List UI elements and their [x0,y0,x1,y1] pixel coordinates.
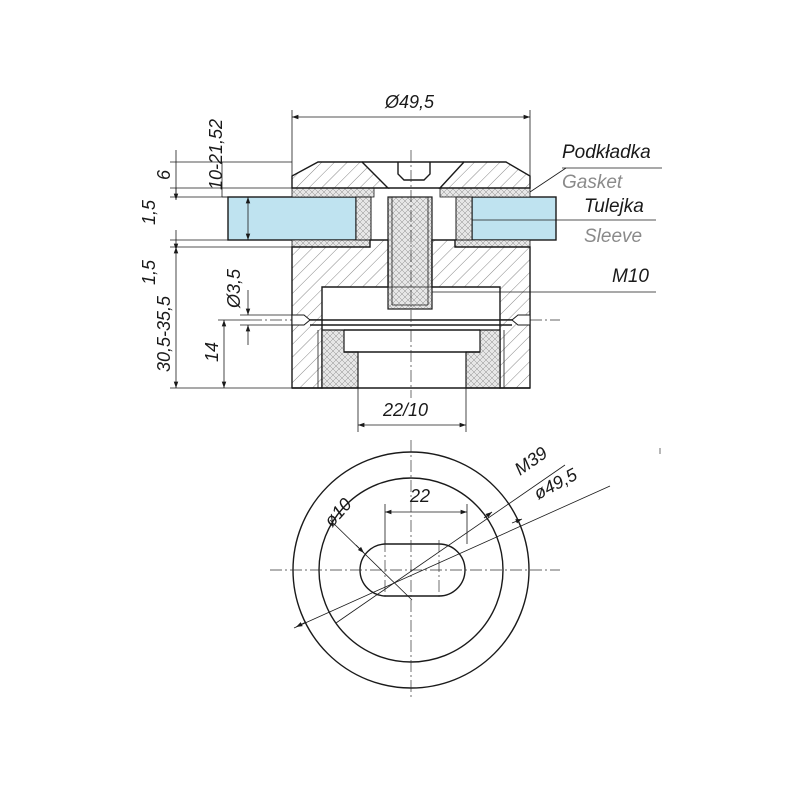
set-hole-left [291,314,311,326]
dim-glass-range: 10-21,52 [206,119,226,190]
dim-top-diameter: Ø49,5 [384,92,435,112]
callouts: Podkładka Gasket Tulejka Sleeve M10 [432,142,662,293]
body-left [291,239,389,321]
gasket-bottom-right [454,239,531,248]
dim-outer-diameter: ø49,5 [530,464,581,504]
body-right [431,239,531,321]
section-view [227,150,560,398]
label-washer-en: Gasket [562,172,623,193]
gasket-bottom-left [291,239,371,248]
dim-cap-height: 6 [154,169,174,180]
dim-slot-length: 22 [409,486,430,506]
set-hole-right [511,314,531,326]
dim-gasket-bottom: 1,5 [139,259,159,285]
cap-left [291,161,390,189]
glass-pane-left [227,196,357,241]
insert-right [465,329,501,389]
dim-socket-depth: 14 [202,342,222,362]
sleeve-right [455,196,473,241]
glass-pane-right [471,196,557,241]
dim-slot-width: ø10 [320,494,356,530]
label-sleeve-pl: Tulejka [584,196,644,217]
label-thread: M10 [612,266,649,287]
body-lower-right [499,319,531,389]
body-lower-left [291,319,323,389]
gasket-top [291,187,375,198]
dim-hole-diameter: Ø3,5 [224,268,244,309]
plan-view: 22 M39 ø49,5 ø10 [270,440,661,700]
label-washer-pl: Podkładka [562,142,651,163]
insert-left [321,329,359,389]
sleeve-left [355,196,372,241]
screw-head-recess [397,162,431,181]
dim-gasket-top: 1,5 [139,199,159,225]
gasket-top-right [439,187,531,198]
label-sleeve-en: Sleeve [584,226,642,247]
dim-body-height: 30,5-35,5 [154,295,174,372]
cap-right [438,161,531,189]
dim-slot-section: 22/10 [382,400,428,420]
screw-shank [387,196,433,310]
dimensions: Ø49,5 6 1,5 10-21,52 1,5 30,5-35,5 Ø3,5 [139,92,531,432]
dim-thread-big: M39 [511,443,551,479]
